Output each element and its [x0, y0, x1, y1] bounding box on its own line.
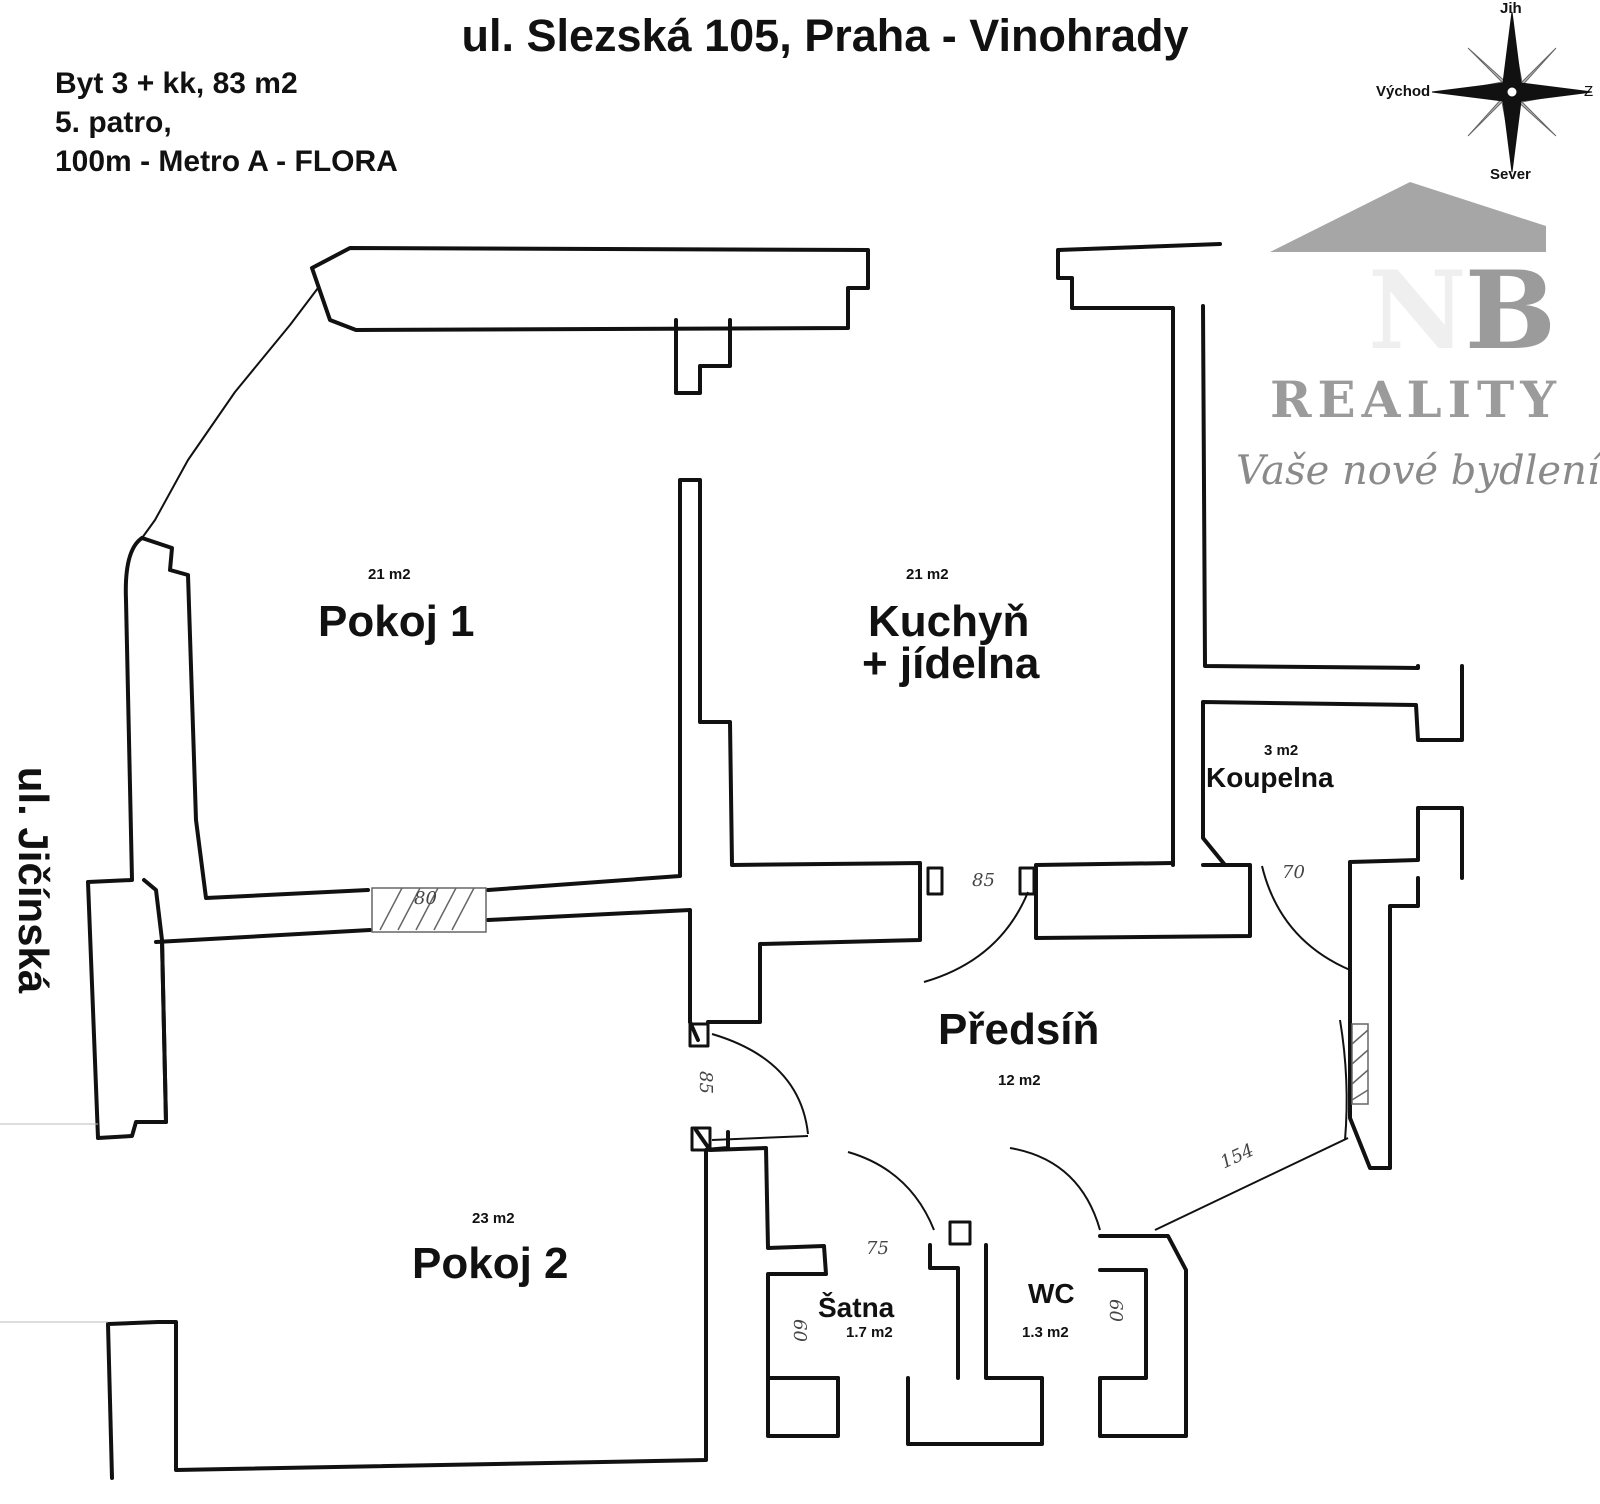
door-width-label: 70	[1282, 862, 1305, 883]
room-label-wc: WC	[1028, 1278, 1075, 1309]
door-jamb	[690, 1126, 712, 1152]
room-label-predsin: Předsíň	[938, 1005, 1100, 1054]
door-swing	[1009, 1147, 1101, 1231]
door-swing	[1261, 865, 1351, 971]
compass-east-label: Z	[1584, 83, 1594, 100]
room-area-predsin: 12 m2	[998, 1072, 1041, 1089]
logo-word: REALITY	[1270, 370, 1562, 429]
room-label-pokoj-1: Pokoj 1	[318, 597, 475, 646]
street-label: ul. Jičínská	[10, 766, 57, 994]
door-width-label: 60	[788, 1319, 810, 1342]
room-area-satna: 1.7 m2	[846, 1324, 893, 1341]
room-area-koupelna: 3 m2	[1264, 742, 1299, 759]
info-line: 100m - Metro A - FLORA	[55, 145, 398, 178]
door-width-label: 85	[972, 870, 995, 891]
door-width-label: 60	[1104, 1299, 1126, 1322]
info-line: Byt 3 + kk, 83 m2	[55, 67, 298, 100]
compass-west-label: Východ	[1376, 83, 1431, 100]
door-width-label: 75	[866, 1238, 889, 1259]
door-swing	[1339, 1019, 1348, 1141]
door-width-label: 80	[414, 888, 437, 909]
room-area-kuchyn: 21 m2	[906, 566, 949, 583]
door-swing	[923, 891, 1029, 983]
compass-rose	[1431, 11, 1593, 173]
door-jamb	[926, 866, 944, 896]
wall-bathroom	[1201, 664, 1464, 1170]
room-area-pokoj-2: 23 m2	[472, 1210, 515, 1227]
room-label-kuchyn: Kuchyň	[868, 597, 1030, 646]
door-threshold	[1154, 1137, 1349, 1231]
room-label-pokoj-2: Pokoj 2	[412, 1239, 569, 1288]
door-jamb	[688, 1022, 710, 1048]
apartment-info: Byt 3 + kk, 83 m2 5. patro, 100m - Metro…	[55, 64, 398, 181]
door-threshold	[711, 1135, 809, 1141]
wall-top-north	[310, 246, 870, 332]
logo-slogan: Vaše nové bydlení...	[1236, 448, 1600, 494]
logo-letters: NB	[1368, 248, 1556, 374]
page-title: ul. Slezská 105, Praha - Vinohrady	[461, 10, 1189, 61]
info-line: 5. patro,	[55, 106, 172, 139]
wall-storage	[906, 1243, 1044, 1446]
wall-kitchen-south	[1034, 861, 1252, 940]
door-width-label: 85	[694, 1071, 716, 1094]
wall-top-north-right	[1056, 242, 1222, 867]
door-swing	[711, 1033, 809, 1135]
wall-west	[86, 536, 168, 1140]
bay-window	[141, 287, 319, 539]
room-area-pokoj-1: 21 m2	[368, 566, 411, 583]
wall-east	[1201, 304, 1420, 670]
hatched-wall	[371, 887, 487, 933]
room-area-wc: 1.3 m2	[1022, 1324, 1069, 1341]
compass-north-label: Jih	[1500, 0, 1522, 17]
room-label-satna: Šatna	[818, 1292, 895, 1323]
wall-pillar	[674, 318, 732, 395]
door-jamb	[1018, 866, 1036, 896]
wall-wc	[1098, 1234, 1188, 1438]
room-label-kuchyn-line2: + jídelna	[862, 639, 1040, 688]
wall-pokoj-2	[106, 908, 730, 1480]
door-jamb	[948, 1220, 972, 1246]
room-label-koupelna: Koupelna	[1206, 762, 1334, 793]
door-swing	[847, 1151, 935, 1231]
logo-roof-shape	[1270, 182, 1546, 252]
compass-south-label: Sever	[1490, 166, 1531, 183]
